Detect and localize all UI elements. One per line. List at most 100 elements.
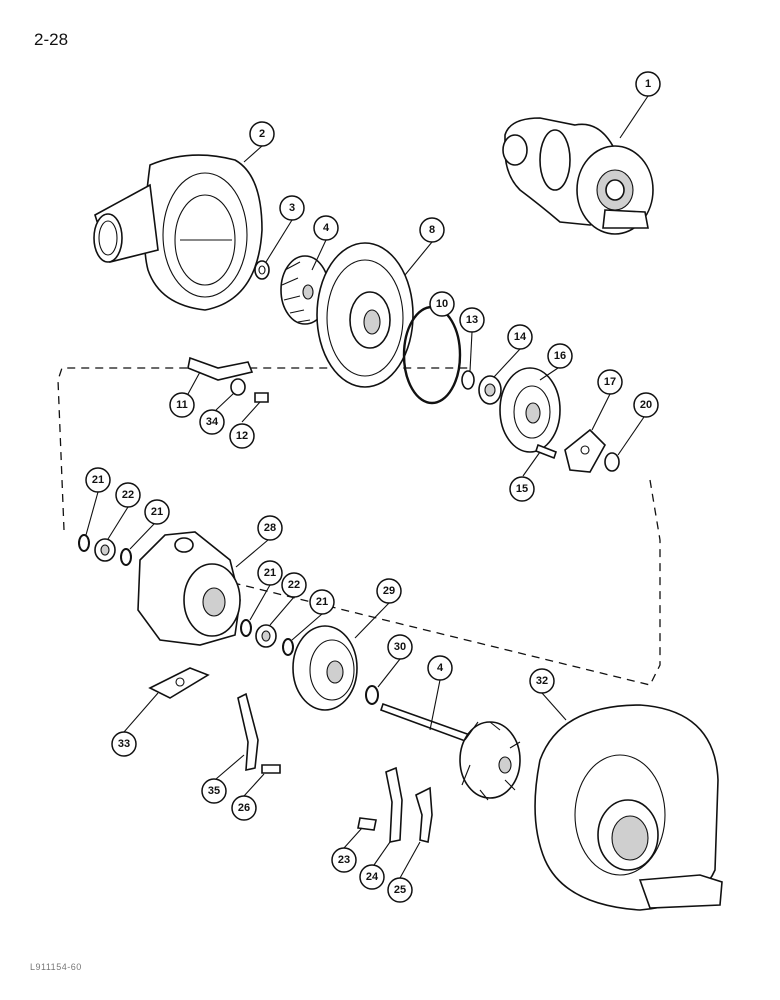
callout-label: 2 bbox=[259, 128, 265, 140]
thrust-collar bbox=[478, 375, 502, 405]
bolt-12 bbox=[254, 392, 269, 403]
callout-label: 11 bbox=[176, 399, 188, 411]
callout-label: 21 bbox=[92, 474, 104, 486]
callout-label: 24 bbox=[366, 871, 379, 883]
callout-label: 13 bbox=[466, 314, 478, 326]
callout-label: 22 bbox=[288, 579, 300, 591]
callout-33: 33 bbox=[111, 731, 137, 757]
seal-insert bbox=[499, 367, 561, 453]
callout-label: 8 bbox=[429, 224, 435, 236]
page-number: 2-28 bbox=[34, 30, 69, 49]
center-housing bbox=[137, 531, 241, 646]
callout-label: 12 bbox=[236, 430, 248, 442]
callout-label: 10 bbox=[436, 298, 448, 310]
bearing-22a bbox=[94, 538, 116, 562]
leader-lines bbox=[85, 95, 649, 879]
callout-label: 33 bbox=[118, 738, 130, 750]
backplate bbox=[316, 242, 414, 388]
callout-29: 29 bbox=[376, 578, 402, 604]
gasket bbox=[148, 667, 210, 699]
callout-label: 21 bbox=[316, 596, 328, 608]
callout-label: 32 bbox=[536, 675, 548, 687]
callout-13: 13 bbox=[459, 307, 485, 333]
callout-22-a: 22 bbox=[115, 482, 141, 508]
turbocharger-assembly-small bbox=[502, 117, 654, 235]
callout-20: 20 bbox=[633, 392, 659, 418]
callout-16: 16 bbox=[547, 343, 573, 369]
turbine-wheel-and-shaft bbox=[379, 702, 521, 801]
callout-label: 4 bbox=[323, 222, 330, 234]
lock-plate-35 bbox=[237, 692, 259, 772]
turbine-housing bbox=[534, 704, 723, 911]
reference-code: L911154-60 bbox=[30, 962, 82, 972]
callout-label: 29 bbox=[383, 585, 395, 597]
callout-22-b: 22 bbox=[281, 572, 307, 598]
group-bracket-dashed bbox=[57, 367, 661, 686]
callout-17: 17 bbox=[597, 369, 623, 395]
callout-label: 26 bbox=[238, 802, 250, 814]
callout-4-lower: 4 bbox=[427, 655, 453, 681]
callout-label: 28 bbox=[264, 522, 276, 534]
washer-20 bbox=[604, 452, 620, 472]
callout-3: 3 bbox=[279, 195, 305, 221]
lock-plate-11 bbox=[187, 356, 254, 381]
o-ring bbox=[402, 305, 462, 405]
retaining-ring-21c bbox=[240, 619, 252, 637]
callout-10: 10 bbox=[429, 291, 455, 317]
nut bbox=[254, 260, 270, 280]
callout-label: 23 bbox=[338, 854, 350, 866]
lock-plate-24 bbox=[385, 766, 403, 843]
callout-30: 30 bbox=[387, 634, 413, 660]
callout-21-c: 21 bbox=[257, 560, 283, 586]
callout-21-b: 21 bbox=[144, 499, 170, 525]
lock-plate-25 bbox=[415, 786, 433, 843]
callout-label: 3 bbox=[289, 202, 295, 214]
callout-4: 4 bbox=[313, 215, 339, 241]
heat-shield bbox=[292, 625, 358, 711]
thrust-bearing bbox=[564, 428, 606, 473]
callout-label: 1 bbox=[645, 78, 651, 90]
callout-35: 35 bbox=[201, 778, 227, 804]
bolt-26 bbox=[261, 764, 281, 774]
callout-8: 8 bbox=[419, 217, 445, 243]
screw-15 bbox=[535, 443, 557, 460]
callout-label: 14 bbox=[514, 331, 527, 343]
callout-26: 26 bbox=[231, 795, 257, 821]
washer-34 bbox=[230, 378, 246, 396]
callout-label: 21 bbox=[264, 567, 276, 579]
callout-label: 34 bbox=[206, 416, 219, 428]
callout-23: 23 bbox=[331, 847, 357, 873]
callout-21-a: 21 bbox=[85, 467, 111, 493]
callout-25: 25 bbox=[387, 877, 413, 903]
callout-28: 28 bbox=[257, 515, 283, 541]
callout-label: 25 bbox=[394, 884, 406, 896]
retaining-ring-21b bbox=[120, 548, 132, 566]
callout-21-d: 21 bbox=[309, 589, 335, 615]
callout-label: 4 bbox=[437, 662, 444, 674]
seal-ring bbox=[461, 370, 475, 390]
callout-24: 24 bbox=[359, 864, 385, 890]
callout-2: 2 bbox=[249, 121, 275, 147]
callout-14: 14 bbox=[507, 324, 533, 350]
compressor-housing bbox=[93, 154, 263, 311]
callout-label: 16 bbox=[554, 350, 566, 362]
retaining-ring-21a bbox=[78, 534, 90, 552]
bolt-23 bbox=[357, 817, 377, 831]
retaining-ring-21d bbox=[282, 638, 294, 656]
callout-label: 22 bbox=[122, 489, 134, 501]
callout-34: 34 bbox=[199, 409, 225, 435]
callout-label: 21 bbox=[151, 506, 163, 518]
callout-11: 11 bbox=[169, 392, 195, 418]
callout-15: 15 bbox=[509, 476, 535, 502]
callout-32: 32 bbox=[529, 668, 555, 694]
piston-ring bbox=[365, 685, 379, 705]
callout-label: 15 bbox=[516, 483, 528, 495]
callout-label: 35 bbox=[208, 785, 220, 797]
callout-1: 1 bbox=[635, 71, 661, 97]
callout-12: 12 bbox=[229, 423, 255, 449]
callout-label: 20 bbox=[640, 399, 652, 411]
callout-label: 30 bbox=[394, 641, 406, 653]
callout-label: 17 bbox=[604, 376, 616, 388]
bearing-22b bbox=[255, 624, 277, 648]
